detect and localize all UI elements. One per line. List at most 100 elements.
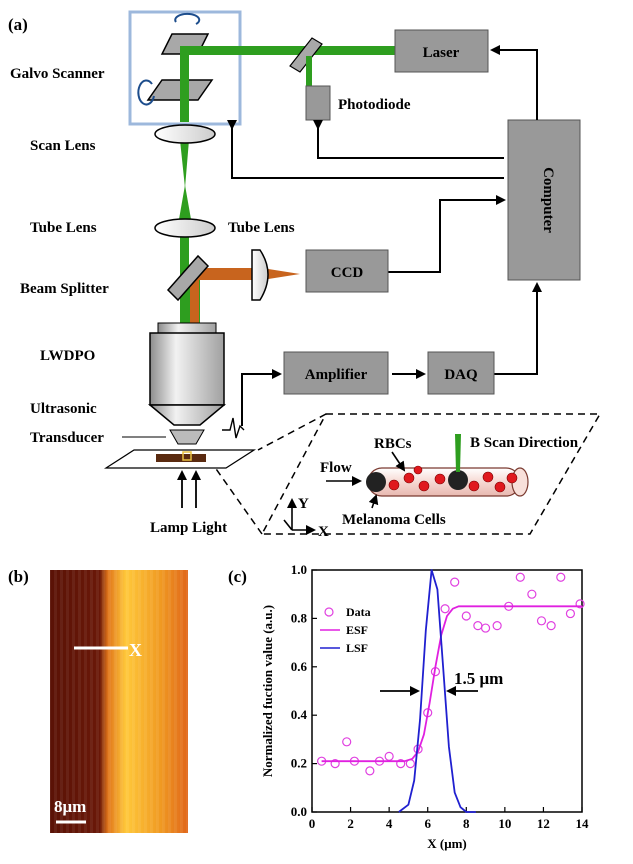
rbc <box>482 471 494 483</box>
y-axis-title: Normalized fuction value (a.u.) <box>260 605 275 777</box>
data-point <box>480 623 491 633</box>
y-tick-label: 1.0 <box>291 562 307 577</box>
data-point <box>384 751 394 761</box>
objective-lwdpo <box>147 322 227 426</box>
computer-label: Computer <box>540 167 556 233</box>
label-transducer: Transducer <box>30 430 104 446</box>
inset-arrows <box>283 451 406 535</box>
axis-y-label: Y <box>298 496 309 512</box>
y-tick-label: 0.4 <box>291 707 308 722</box>
data-point <box>527 589 537 599</box>
scale-bar-label: 8μm <box>54 797 86 816</box>
x-tick-label: 8 <box>463 816 470 831</box>
chart-legend: Data ESF LSF <box>320 605 371 655</box>
panel-a: (a) Laser Photodi <box>8 10 602 540</box>
label-galvo-scanner: Galvo Scanner <box>10 66 105 82</box>
data-point <box>575 599 585 609</box>
x-tick-label: 10 <box>498 816 511 831</box>
label-lamp-light: Lamp Light <box>150 520 227 536</box>
data-point <box>365 766 375 776</box>
panel-c-tag: (c) <box>228 567 247 586</box>
rbc <box>418 480 430 492</box>
x-tick-label: 14 <box>576 816 590 831</box>
amplifier-label: Amplifier <box>305 367 368 383</box>
computer-box <box>507 119 581 281</box>
beam-splitter <box>166 254 210 302</box>
daq-box <box>427 351 495 395</box>
green-beam-branch <box>306 56 312 86</box>
lsf-line <box>398 569 476 813</box>
laser-label: Laser <box>423 45 460 61</box>
label-ultrasonic: Ultrasonic <box>30 401 97 417</box>
label-rbcs: RBCs <box>374 436 412 452</box>
data-point <box>536 616 547 626</box>
legend-lsf: LSF <box>346 641 368 655</box>
scan-lens <box>154 124 216 144</box>
pickoff-mirror <box>289 37 323 73</box>
photodiode-box <box>305 85 331 121</box>
rbc <box>413 465 423 475</box>
data-point <box>450 577 460 587</box>
rbc <box>388 479 400 491</box>
signal-wires <box>227 45 542 426</box>
y-tick-label: 0.2 <box>291 756 307 771</box>
rotation-arrow-icon <box>174 12 201 25</box>
axis-x-label: X <box>318 524 329 540</box>
ccd-label: CCD <box>331 265 364 281</box>
legend-esf: ESF <box>346 623 368 637</box>
melanoma-cell <box>366 472 386 492</box>
melanoma-cell <box>448 470 468 490</box>
amplifier-box <box>283 351 389 395</box>
signal-wave-icon <box>222 417 245 439</box>
photodiode-label: Photodiode <box>338 97 411 113</box>
panel-b: (b) X 8μm <box>8 567 188 833</box>
rbc <box>494 481 506 493</box>
data-point <box>396 758 406 769</box>
rbc <box>403 472 415 484</box>
data-point <box>492 621 502 631</box>
label-tube-lens-left: Tube Lens <box>30 220 97 236</box>
y-tick-label: 0.0 <box>291 804 307 819</box>
label-b-scan-direction: B Scan Direction <box>470 435 579 451</box>
data-point <box>461 611 471 621</box>
data-point <box>515 572 525 582</box>
data-point <box>440 604 450 614</box>
x-axis-title: X (μm) <box>427 836 467 851</box>
data-point <box>565 608 576 619</box>
daq-label: DAQ <box>444 367 478 383</box>
panel-b-tag: (b) <box>8 567 29 586</box>
rbc <box>468 480 480 492</box>
fwhm-label: 1.5 μm <box>454 669 503 688</box>
rbc <box>434 473 446 485</box>
label-flow: Flow <box>320 460 352 476</box>
y-tick-label: 0.8 <box>291 610 308 625</box>
label-beam-splitter: Beam Splitter <box>20 281 109 297</box>
chart-series <box>317 569 585 813</box>
vessel-inset <box>366 434 529 497</box>
esf-line <box>321 605 582 763</box>
laser-box <box>394 29 489 73</box>
legend-data-marker <box>324 607 334 617</box>
x-tick-label: 0 <box>309 816 316 831</box>
x-tick-label: 4 <box>386 816 393 831</box>
label-tube-lens-right: Tube Lens <box>228 220 295 236</box>
inset-guide-line <box>213 465 263 535</box>
rbc <box>506 472 518 484</box>
x-tick-label: 2 <box>347 816 354 831</box>
lamp-light-arrows <box>177 470 201 508</box>
data-point <box>546 621 556 631</box>
b-scan-beam <box>455 434 461 472</box>
inset-frame <box>260 413 602 535</box>
y-tick-label: 0.6 <box>291 659 308 674</box>
scan-region <box>182 451 192 461</box>
orange-beam <box>190 268 300 328</box>
profile-marker: X <box>129 640 142 660</box>
plot-frame <box>311 569 583 813</box>
sample-vessel <box>156 454 206 462</box>
x-tick-label: 6 <box>424 816 431 831</box>
tube-lens-right <box>251 249 269 301</box>
tube-lens <box>154 218 216 238</box>
label-scan-lens: Scan Lens <box>30 138 96 154</box>
